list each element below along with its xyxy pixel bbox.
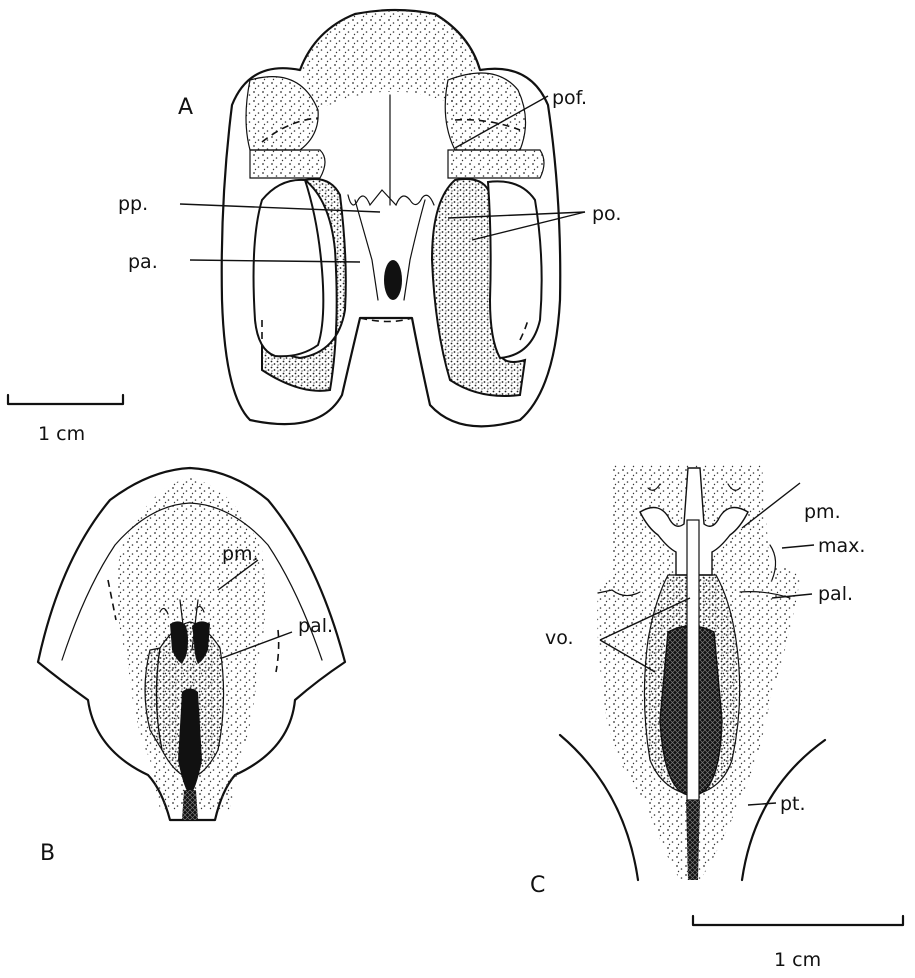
label-pal-c: pal. [818, 583, 853, 605]
scale-bar-bc [693, 916, 903, 925]
label-pa: pa. [128, 251, 158, 273]
dash-left-b [108, 580, 116, 620]
panel-c: C pm. max. pal. vo. pt. 1 cm [530, 465, 903, 971]
scale-label-a: 1 cm [38, 423, 85, 445]
left-orbit-patch-a [246, 77, 318, 150]
label-pof: pof. [552, 87, 587, 109]
panel-letter-a: A [178, 95, 193, 120]
midline-bar-c [687, 520, 699, 800]
right-orbit-patch-a [445, 73, 525, 150]
pp-left-margin-a [355, 200, 378, 300]
left-orbit-inner-a [254, 180, 324, 356]
label-pm-c: pm. [804, 501, 841, 523]
left-band-a [250, 150, 325, 178]
dash-right-b [276, 630, 279, 672]
panel-a: A pof. pp. pa. po. 1 cm [8, 10, 621, 445]
label-po: po. [592, 203, 621, 225]
scale-label-bc: 1 cm [774, 949, 821, 971]
panel-letter-c: C [530, 873, 545, 898]
scale-bar-a [8, 395, 123, 404]
pp-crenulation-a [348, 190, 434, 205]
panel-letter-b: B [40, 841, 55, 866]
right-orbit-inner-a [488, 181, 542, 358]
pp-right-margin-a [404, 200, 425, 300]
leader-pa [190, 260, 360, 262]
midline-stem-b [182, 790, 198, 820]
label-pal-b: pal. [298, 615, 333, 637]
label-max-c: max. [818, 535, 865, 557]
right-band-a [448, 150, 544, 178]
panel-b: B pm. pal. [38, 468, 345, 866]
label-vo-c: vo. [545, 627, 574, 649]
leader-pt-c [748, 803, 776, 805]
midline-stem-c [686, 800, 700, 880]
parasphenoid-black-a [384, 260, 402, 300]
leader-max-c [782, 545, 814, 548]
label-pp: pp. [118, 193, 148, 215]
label-pm-b: pm. [222, 543, 259, 565]
label-pt-c: pt. [780, 793, 806, 815]
